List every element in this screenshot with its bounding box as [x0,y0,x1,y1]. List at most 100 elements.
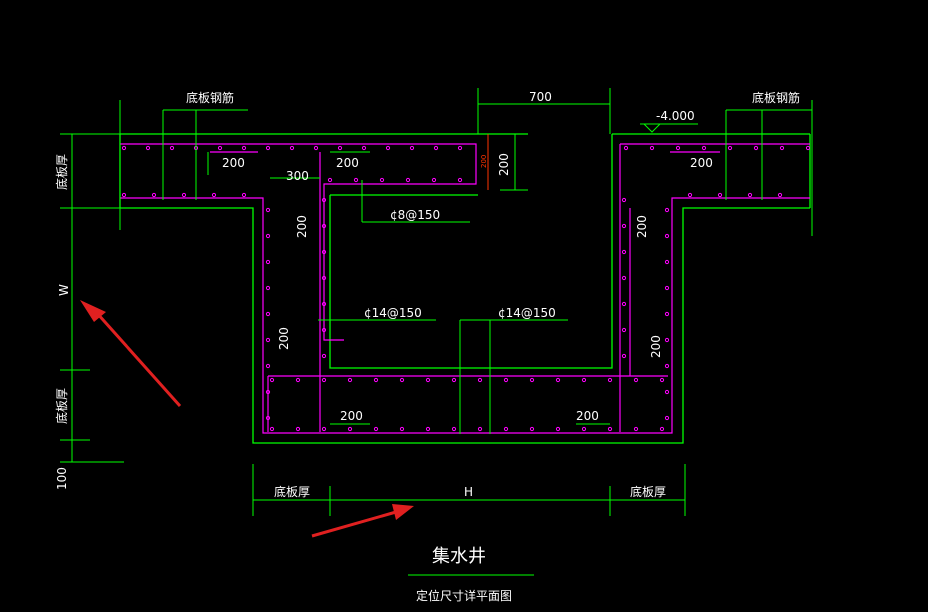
wall-200-right: 200 [635,215,649,238]
rebar-dot [321,426,327,432]
rebar-dot [805,145,811,151]
rebar-dot [321,327,327,333]
rebar-dot [664,337,670,343]
dim-200-top-right: 200 [497,153,511,176]
dim-300: 300 [286,169,309,183]
rebar-dot [621,327,627,333]
rebar-dot [321,301,327,307]
rebar-dot [409,145,415,151]
left-W: W [57,284,71,296]
rebar-dot [353,177,359,183]
rebar-dot [211,192,217,198]
rebar-14-150-a: ¢14@150 [364,306,422,320]
rebar-dot [664,285,670,291]
rebar-dot [347,426,353,432]
rebar-dot [717,192,723,198]
rebar-dot [241,192,247,198]
rebar-dot [399,377,405,383]
bottom-slab-thk-right: 底板厚 [630,484,666,499]
slab-rebar-left-label: 底板钢筋 [186,90,234,105]
dimension-lines [60,88,813,576]
rebar-dot [701,145,707,151]
dim-200-small: 200 [480,155,488,168]
rebar-dot [425,377,431,383]
rebar-dot [555,377,561,383]
rebar-dot [451,377,457,383]
rebar-dot [321,275,327,281]
rebar-dot [121,192,127,198]
rebar-dot [659,426,665,432]
rebar-dot [373,377,379,383]
rebar-dot [581,377,587,383]
rebar-dot [321,197,327,203]
rebar-dot [621,275,627,281]
rebar-dot [265,389,271,395]
rebar-dot [664,415,670,421]
rebar-dot [633,377,639,383]
bottom-slab-thk-left: 底板厚 [274,484,310,499]
rebar-dot [265,207,271,213]
drawing-subtitle: 定位尺寸详平面图 [416,588,512,603]
rebar-dot [321,353,327,359]
rebar-dot [337,145,343,151]
left-100: 100 [55,467,69,490]
rebar-dot [265,145,271,151]
rebar-dot [621,353,627,359]
bottom-200-right: 200 [576,409,599,423]
rebar-dot [687,192,693,198]
rebar-dot [727,145,733,151]
rebar-dot [607,426,613,432]
dim-200-a: 200 [222,156,245,170]
rebar-8-150-label: ¢8@150 [390,208,440,222]
rebar-dot [503,377,509,383]
drawing-title: 集水井 [432,546,486,567]
rebar-dot [607,377,613,383]
rebar-dot [265,337,271,343]
rebar-dot [405,177,411,183]
rebar-dot [747,192,753,198]
dim-700: 700 [529,90,552,104]
rebar-dot [457,177,463,183]
rebar-dot [265,233,271,239]
rebar-dot [664,233,670,239]
rebar-dot [265,363,271,369]
rebar-dot [361,145,367,151]
rebar-dot [321,249,327,255]
rebar-dots [121,145,811,432]
rebar-dot [321,377,327,383]
rebar-dot [664,207,670,213]
rebar-dot [451,426,457,432]
rebar-dot [529,377,535,383]
rebar-dot [664,389,670,395]
text-labels: 700 -4.000 底板钢筋 底板钢筋 200 200 200 300 200… [54,90,800,603]
rebar-dot [431,177,437,183]
rebar-dot [241,145,247,151]
rebar-dot [753,145,759,151]
rebar-dot [145,145,151,151]
rebar-dot [659,377,665,383]
rebar-dot [621,223,627,229]
rebar-dot [181,192,187,198]
rebar-dot [529,426,535,432]
rebar-dot [217,145,223,151]
rebar-dot [621,197,627,203]
left-slab-thk-bottom: 底板厚 [54,388,69,424]
wall-200-left-2: 200 [277,327,291,350]
rebar-dot [269,377,275,383]
rebar-dot [633,426,639,432]
rebar-dot [295,426,301,432]
rebar-dot [373,426,379,432]
rebar-dot [664,363,670,369]
left-slab-thk-top: 底板厚 [54,154,69,190]
wall-200-right-2: 200 [649,335,663,358]
rebar-dot [121,145,127,151]
rebar-dot [313,145,319,151]
rebar-dot [265,259,271,265]
rebar-dot [621,301,627,307]
rebar-dot [169,145,175,151]
rebar-dot [265,285,271,291]
concrete-outline [119,133,811,444]
elevation-label: -4.000 [656,109,695,123]
rebar-dot [675,145,681,151]
